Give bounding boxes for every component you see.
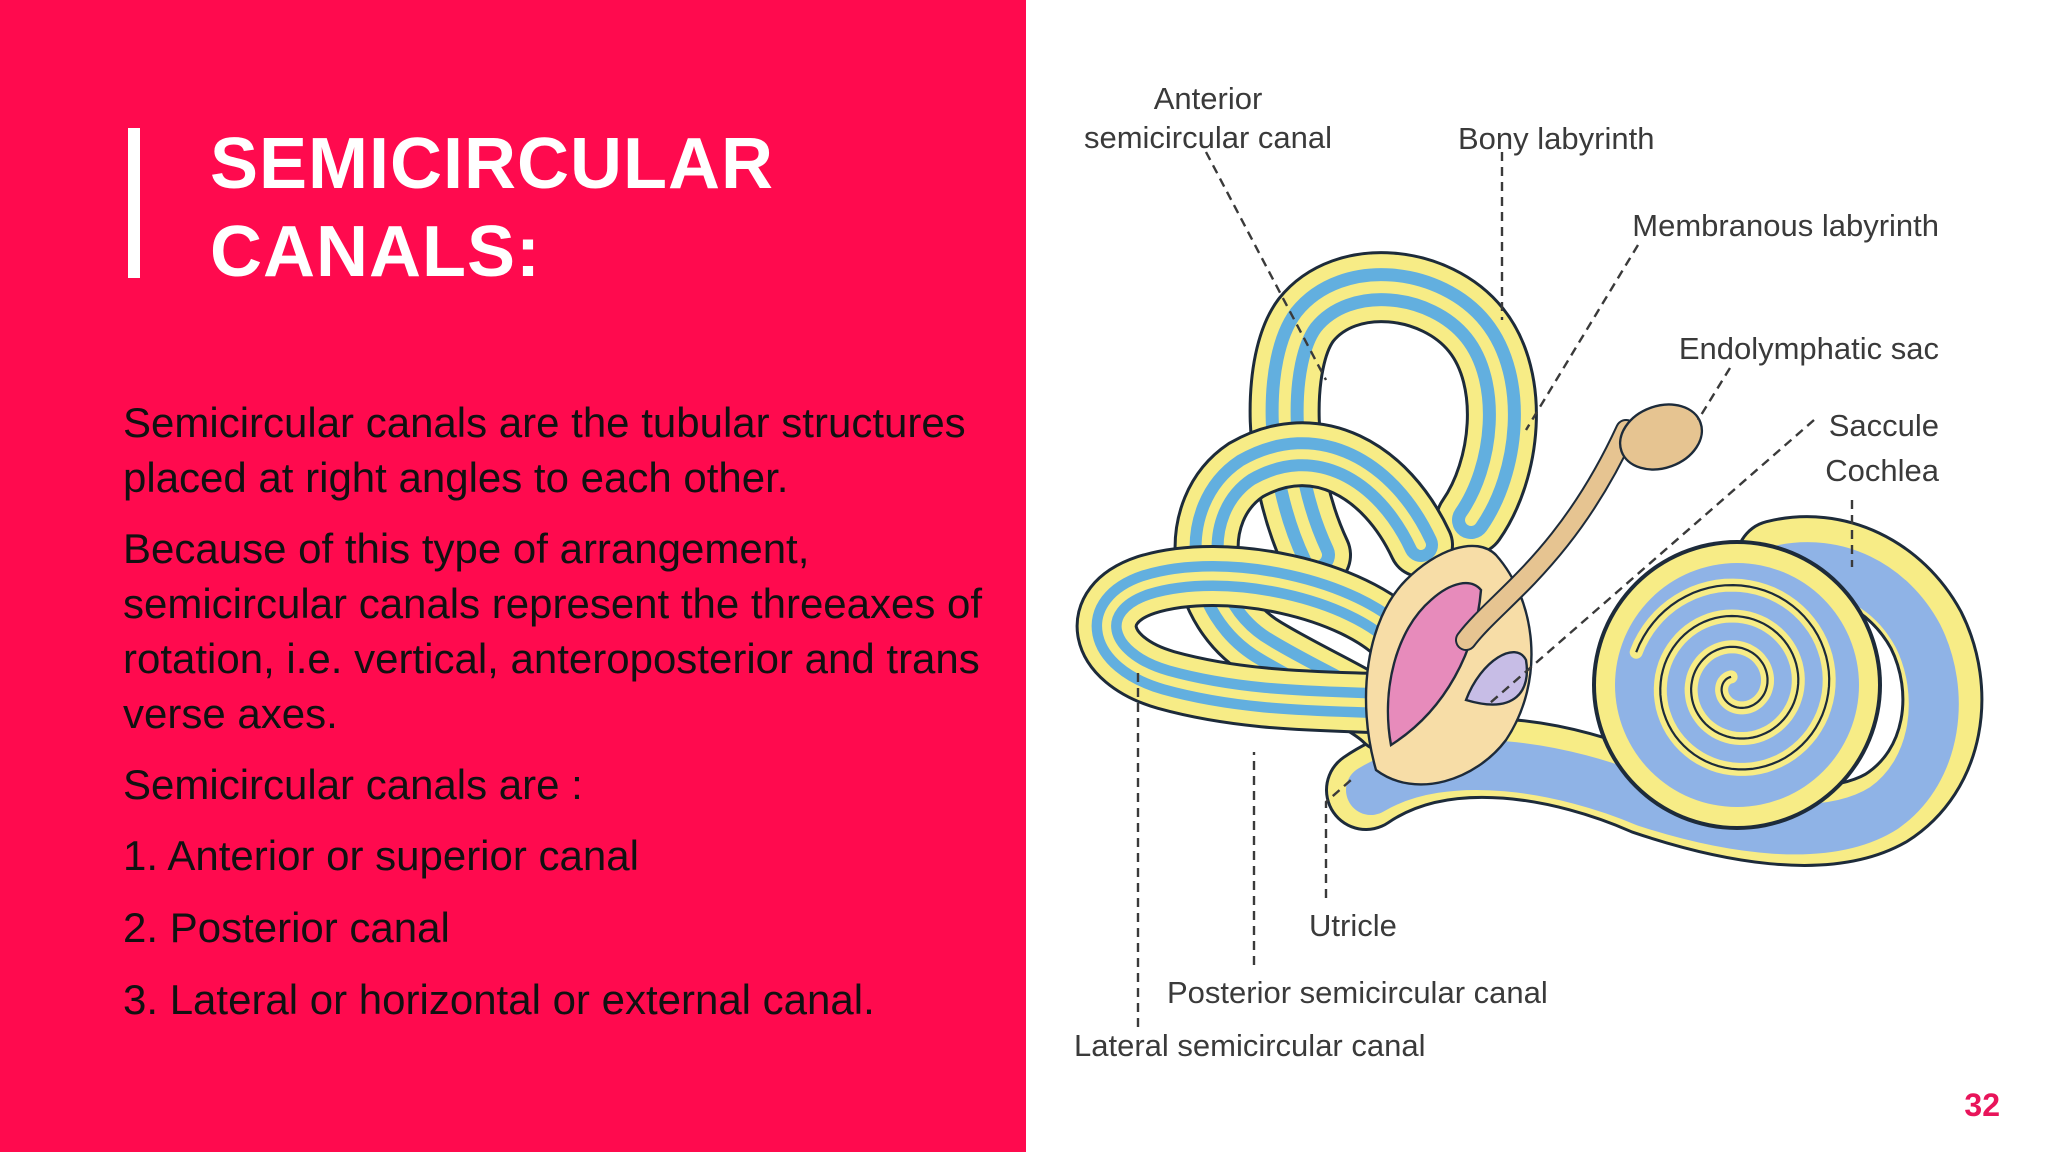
leader-endolymphatic: [1696, 367, 1732, 421]
list-item-1: 1. Anterior or superior canal: [123, 832, 639, 879]
inner-ear-diagram: Anterior semicircular canal Bony labyrin…: [1074, 81, 1984, 1063]
label-anterior-line2: semicircular canal: [1084, 120, 1332, 155]
leader-anterior: [1204, 151, 1328, 381]
label-saccule: Saccule: [1829, 408, 1939, 443]
label-anterior-line1: Anterior: [1154, 81, 1263, 116]
list-item-2: 2. Posterior canal: [123, 904, 450, 951]
saccule: [1464, 650, 1529, 706]
left-panel: SEMICIRCULAR CANALS: Semicircular canals…: [0, 0, 1026, 1152]
page-number: 32: [1964, 1087, 2000, 1123]
label-utricle: Utricle: [1309, 908, 1397, 943]
cochlea-spiral-edge: [1635, 583, 1831, 771]
title-line-2: CANALS:: [210, 212, 541, 292]
leader-saccule: [1489, 419, 1815, 704]
paragraph-1: Semicircular canals are the tubular stru…: [123, 399, 966, 501]
label-posterior-canal: Posterior semicircular canal: [1167, 975, 1548, 1010]
label-membranous-labyrinth: Membranous labyrinth: [1632, 208, 1939, 243]
paragraph-3: Semicircular canals are :: [123, 761, 583, 808]
body-text: Semicircular canals are the tubular stru…: [123, 395, 983, 1044]
lateral-canal-membrane: [1102, 571, 1416, 710]
paragraph-2: Because of this type of arrangement, sem…: [123, 525, 983, 737]
cochlea-duct-fluid: [1346, 542, 1959, 855]
label-lateral-canal: Lateral semicircular canal: [1074, 1028, 1425, 1063]
figure-panel: Anterior semicircular canal Bony labyrin…: [1026, 0, 2048, 1152]
list-item-3: 3. Lateral or horizontal or external can…: [123, 976, 875, 1023]
slide-title: SEMICIRCULAR CANALS:: [210, 120, 970, 296]
title-line-1: SEMICIRCULAR: [210, 124, 774, 204]
endolymphatic-sac: [1618, 403, 1704, 471]
label-cochlea: Cochlea: [1825, 453, 1939, 488]
title-accent-bar: [128, 128, 140, 278]
endolymphatic-duct: [1457, 421, 1635, 649]
label-endolymphatic-sac: Endolymphatic sac: [1679, 331, 1939, 366]
label-bony-labyrinth: Bony labyrinth: [1458, 121, 1654, 156]
leader-utricle: [1324, 779, 1352, 898]
leader-membranous: [1524, 244, 1640, 431]
utricle: [1386, 581, 1483, 747]
